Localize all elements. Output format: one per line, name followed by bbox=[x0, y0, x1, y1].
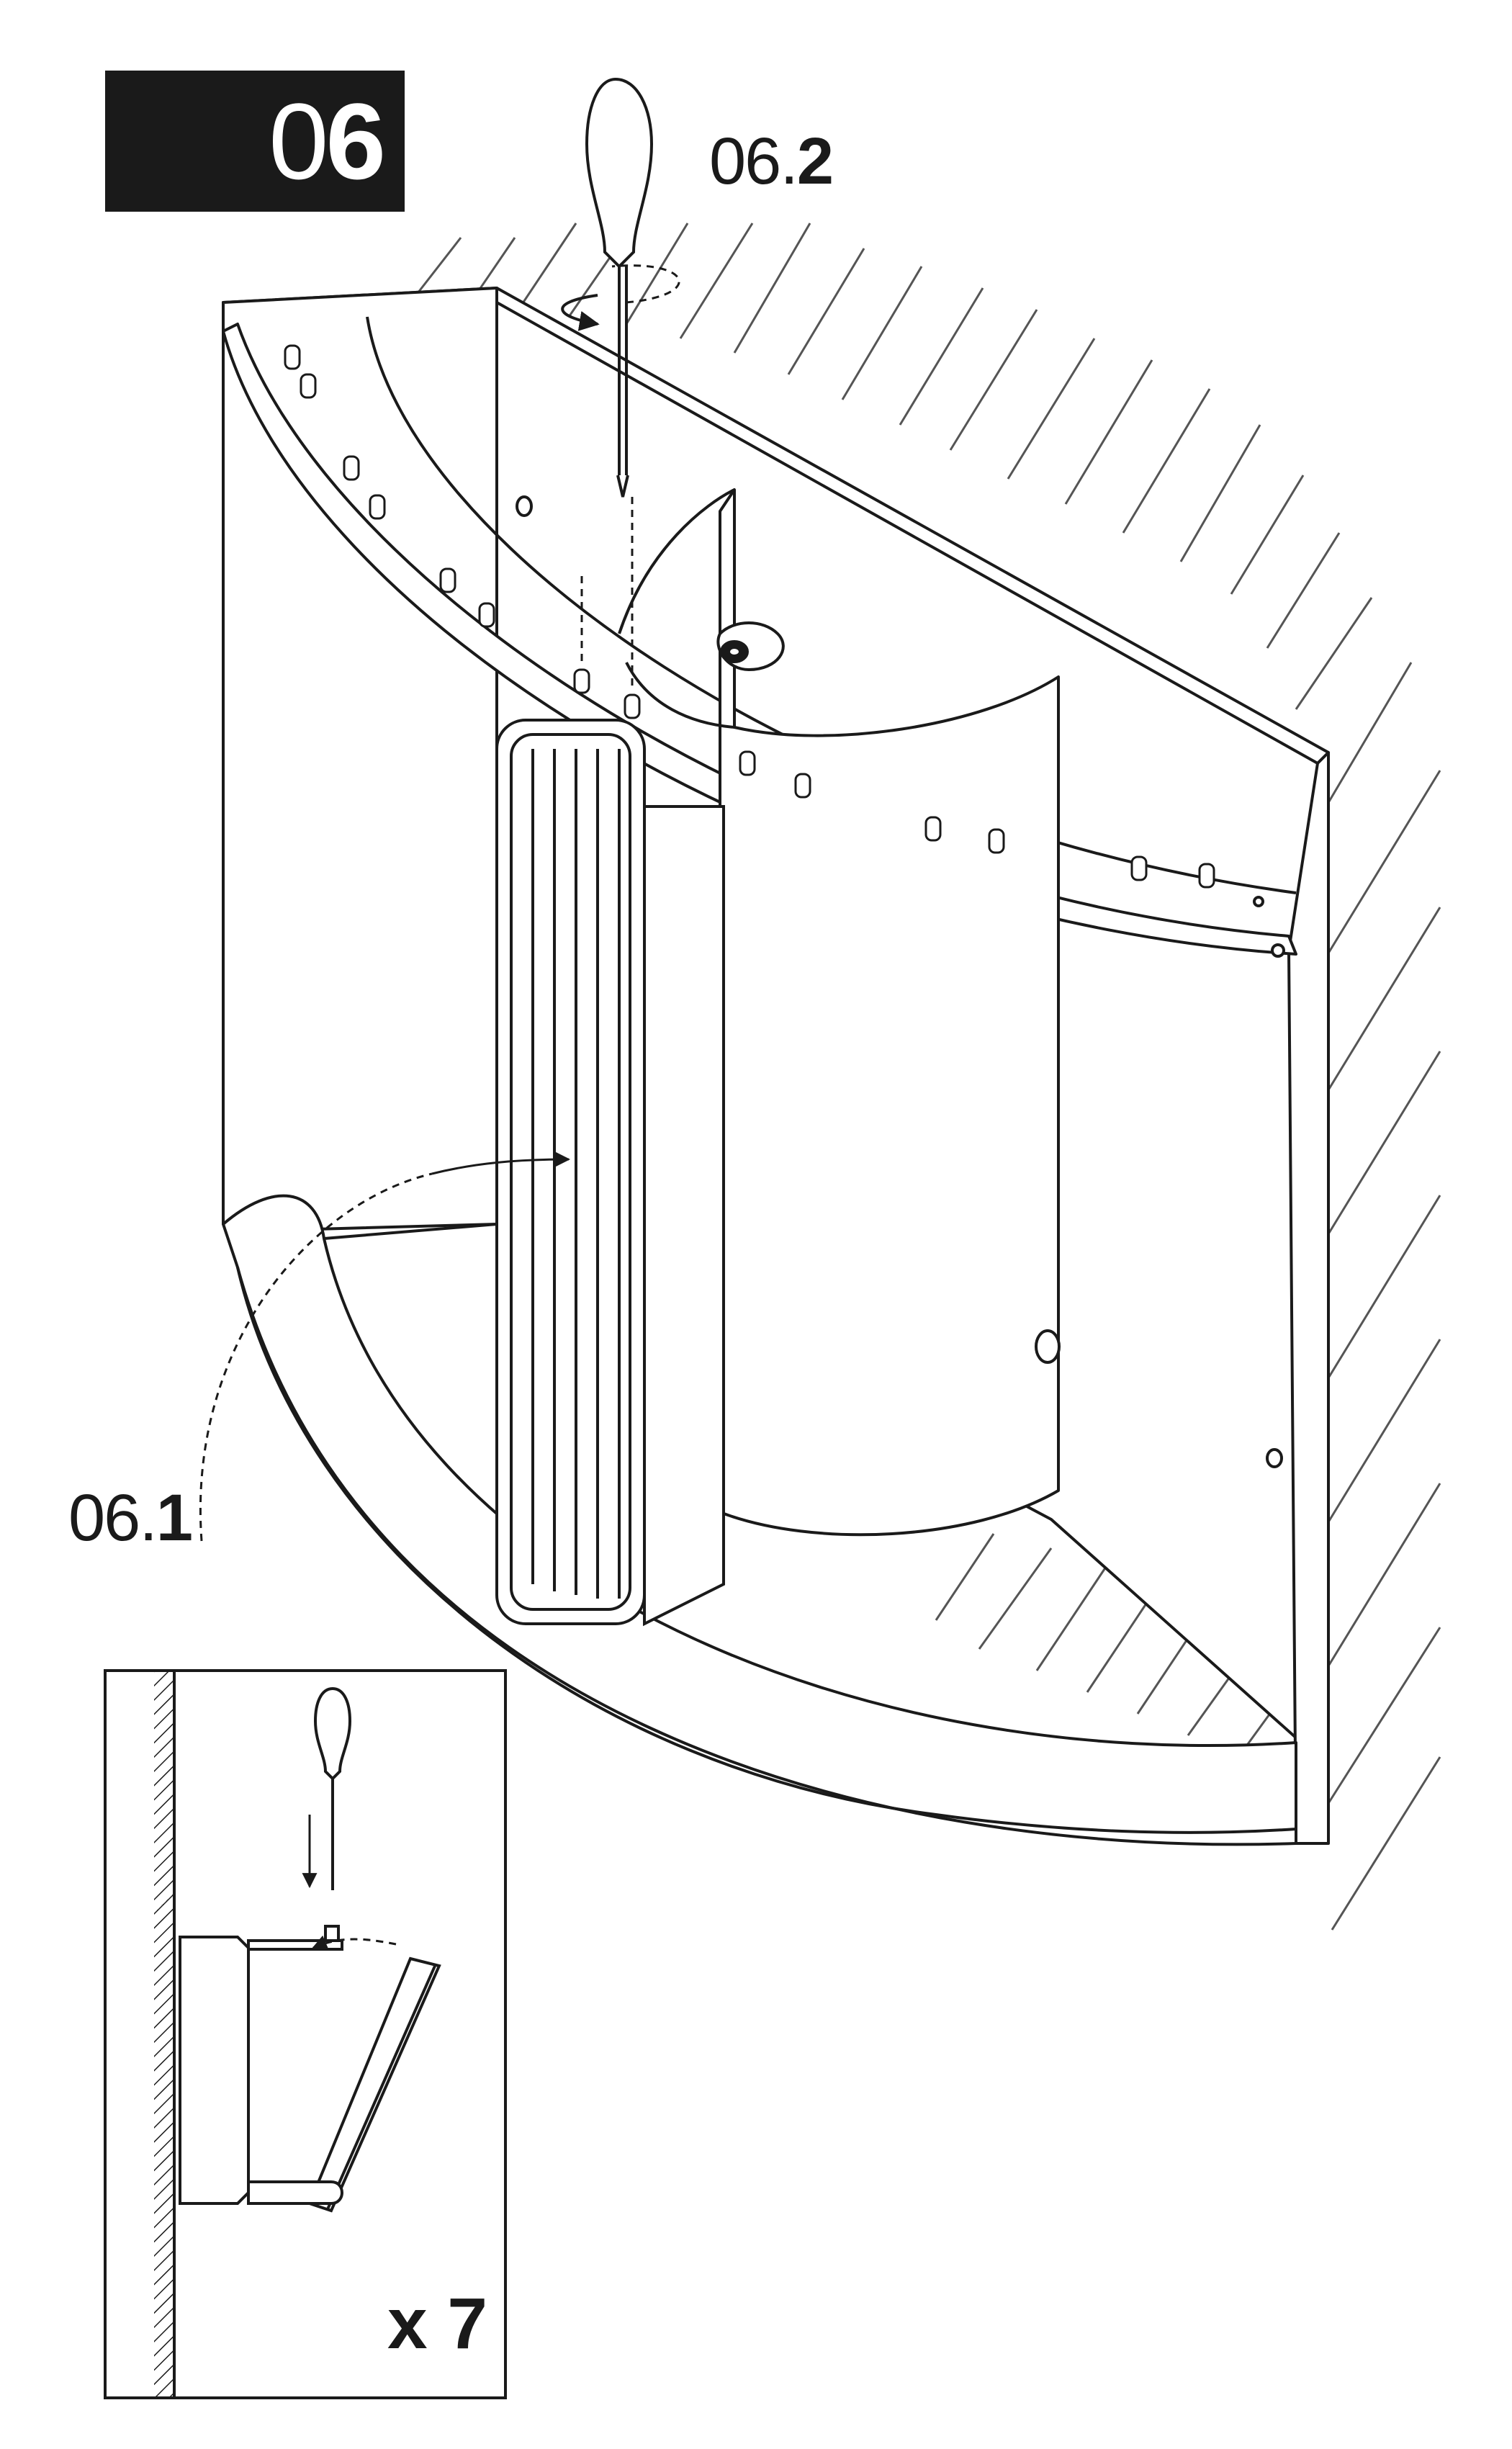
screwdriver-main bbox=[561, 77, 654, 498]
hinge bbox=[716, 621, 785, 672]
callout-prefix: 06. bbox=[68, 1481, 158, 1555]
inset-detail bbox=[104, 1669, 507, 2399]
callout-arrow bbox=[431, 1151, 571, 1175]
mounting-holes bbox=[516, 495, 1285, 1468]
bottom-shelf bbox=[222, 1194, 1297, 1846]
center-cylinder bbox=[719, 488, 1060, 1537]
left-side-panel bbox=[222, 287, 498, 1233]
callout-prefix: 06. bbox=[709, 125, 798, 198]
callout-number: 2 bbox=[796, 125, 834, 198]
top-shelf-inner bbox=[366, 316, 1297, 894]
step-number: 6 bbox=[325, 81, 386, 202]
grille-part bbox=[495, 719, 725, 1627]
cabinet bbox=[222, 287, 1330, 1846]
top-shelf bbox=[222, 323, 1297, 956]
callout-number: 1 bbox=[156, 1481, 193, 1555]
rotation-arrow bbox=[561, 294, 600, 331]
right-side-panel bbox=[1287, 751, 1330, 1845]
step-number-prefix: 0 bbox=[269, 81, 328, 202]
quantity-label: x 7 bbox=[387, 2283, 488, 2364]
wall-hatching bbox=[409, 223, 1441, 1931]
dashed-guides bbox=[199, 264, 680, 1542]
cam-dowels bbox=[284, 344, 1215, 889]
callout-label-06-2: 06.2 bbox=[709, 128, 834, 194]
callout-label-06-1: 06.1 bbox=[68, 1485, 193, 1551]
